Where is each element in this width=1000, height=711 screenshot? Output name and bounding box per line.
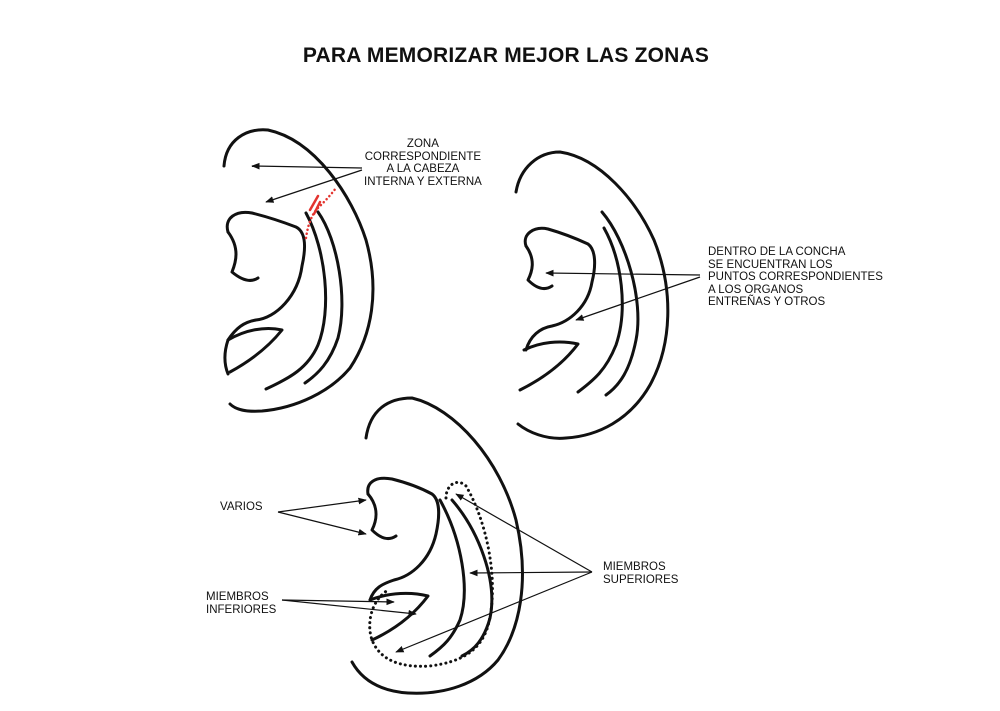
label-line: INTERNA Y EXTERNA bbox=[364, 175, 482, 188]
label-miembros-inferiores: MIEMBROS INFERIORES bbox=[206, 591, 276, 616]
label-line: ZONA bbox=[406, 138, 439, 150]
antihelix-outer bbox=[303, 210, 344, 385]
label-line: A LOS ORGANOS bbox=[708, 283, 804, 296]
antihelix-inner bbox=[576, 226, 624, 394]
ear-diagram-head bbox=[222, 128, 375, 413]
page-title: PARA MEMORIZAR MEJOR LAS ZONAS bbox=[302, 44, 710, 67]
label-line: MIEMBROS bbox=[206, 591, 269, 603]
label-head-zone: ZONA CORRESPONDIENTE A LA CABEZA INTERNA… bbox=[364, 138, 482, 188]
superiores-arrow-3 bbox=[395, 571, 593, 653]
superiores-arrow-1 bbox=[455, 493, 593, 573]
upper-limbs-zone bbox=[368, 481, 494, 668]
tragus bbox=[366, 492, 398, 540]
ear-outline bbox=[222, 128, 375, 413]
head-zone-arrow-2 bbox=[265, 169, 363, 203]
label-line: SUPERIORES bbox=[603, 573, 679, 586]
antihelix-outer bbox=[600, 210, 640, 397]
antihelix-inner bbox=[428, 498, 466, 658]
concha-arrow-1 bbox=[545, 269, 701, 277]
label-varios: VARIOS bbox=[220, 501, 263, 514]
tragus bbox=[524, 244, 554, 290]
label-concha: DENTRO DE LA CONCHA SE ENCUENTRAN LOS PU… bbox=[708, 246, 883, 309]
head-zone-marker bbox=[308, 194, 322, 216]
label-line: CORRESPONDIENTE bbox=[364, 150, 482, 163]
intertragic-notch bbox=[518, 340, 580, 392]
label-line: SE ENCUENTRAN LOS bbox=[708, 258, 833, 271]
ear-diagram-concha bbox=[514, 150, 701, 440]
label-line: A LA CABEZA bbox=[386, 163, 460, 175]
concha-outline bbox=[523, 226, 597, 352]
ear-outline bbox=[350, 396, 524, 695]
inferiores-arrow-1 bbox=[281, 598, 395, 606]
label-line: MIEMBROS bbox=[603, 561, 666, 573]
intertragic-notch bbox=[368, 591, 430, 642]
concha-arrow-2 bbox=[575, 276, 701, 321]
ear-outline bbox=[514, 150, 670, 440]
label-line: VARIOS bbox=[220, 501, 263, 513]
intertragic-notch bbox=[226, 326, 284, 374]
varios-arrow-2 bbox=[277, 511, 367, 536]
head-zone-arrow-1 bbox=[251, 162, 363, 170]
ear-diagram-limbs bbox=[277, 396, 593, 695]
head-zone-boundary bbox=[304, 186, 338, 240]
label-line: PUNTOS CORRESPONDIENTES bbox=[708, 271, 883, 283]
label-line: DENTRO DE LA CONCHA bbox=[708, 246, 846, 258]
concha-outline bbox=[366, 476, 441, 602]
antihelix-inner bbox=[264, 211, 328, 391]
label-miembros-superiores: MIEMBROS SUPERIORES bbox=[603, 561, 678, 586]
inferiores-arrow-2 bbox=[281, 599, 417, 617]
superiores-arrow-2 bbox=[469, 569, 593, 577]
label-line: INFERIORES bbox=[206, 603, 277, 616]
tragus bbox=[226, 230, 260, 282]
varios-arrow-1 bbox=[277, 497, 367, 513]
label-line: ENTREÑAS Y OTROS bbox=[708, 296, 826, 308]
